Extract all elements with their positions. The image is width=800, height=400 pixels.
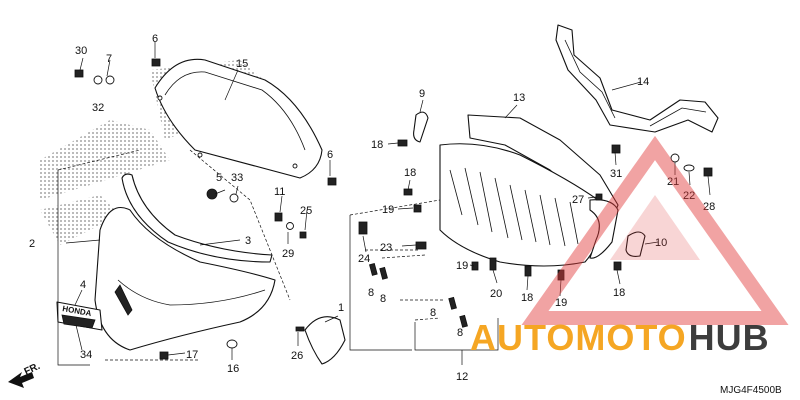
label-31: 31 [610, 168, 622, 180]
label-25: 25 [300, 205, 312, 217]
label-16: 16 [227, 363, 239, 375]
label-18b: 18 [404, 167, 416, 179]
label-5: 5 [216, 172, 222, 184]
label-12: 12 [456, 371, 468, 383]
bracket-part [304, 316, 346, 365]
honda-emblem: HONDA [56, 301, 103, 331]
label-30: 30 [75, 45, 87, 57]
watermark-inner-triangle [610, 195, 700, 260]
label-21: 21 [667, 176, 679, 188]
label-7: 7 [106, 53, 112, 65]
label-18a: 18 [371, 139, 383, 151]
watermark-text: AUTOMOTO HUB [470, 317, 770, 358]
front-direction-arrow: FR. [8, 361, 42, 388]
label-27: 27 [572, 194, 584, 206]
screen-hole [157, 95, 163, 101]
label-26: 26 [291, 350, 303, 362]
label-33: 33 [231, 172, 243, 184]
hardware-left [74, 58, 346, 365]
frame-bracket-rib [564, 39, 707, 127]
screen-hole [292, 163, 298, 169]
cowl-crease [117, 279, 266, 306]
label-17: 17 [186, 349, 198, 361]
group-bracket [57, 170, 90, 366]
dashed-outline [57, 149, 291, 361]
label-23: 23 [380, 242, 392, 254]
label-15: 15 [236, 58, 248, 70]
label-14: 14 [637, 76, 649, 88]
trim-strip [121, 173, 273, 263]
clip-10 [625, 231, 646, 257]
frame-bracket [555, 24, 719, 133]
screen-hole [197, 152, 203, 158]
meter-panel-slots [449, 167, 579, 247]
label-8d: 8 [457, 327, 463, 339]
label-2: 2 [29, 238, 35, 250]
label-19c: 19 [555, 297, 567, 309]
clip-9 [413, 111, 429, 143]
watermark-triangle [521, 135, 789, 325]
diagram-code: MJG4F4500B [720, 385, 782, 396]
label-13: 13 [513, 92, 525, 104]
label-18c: 18 [521, 292, 533, 304]
label-11: 11 [274, 186, 285, 198]
leader-lines-left [65, 42, 339, 360]
watermark-brand-1: AUTOMOTO [470, 317, 687, 358]
label-32: 32 [92, 102, 104, 114]
label-34: 34 [80, 349, 92, 361]
label-28: 28 [703, 201, 715, 213]
right-assembly [349, 24, 719, 365]
label-19b: 19 [456, 260, 468, 272]
label-8c: 8 [430, 307, 436, 319]
cowl-vent [114, 284, 133, 316]
watermark-logo [521, 135, 789, 325]
label-29: 29 [282, 248, 294, 260]
stripe-decal-mid [40, 120, 170, 200]
direction-label: FR. [23, 361, 42, 378]
label-20: 20 [490, 288, 502, 300]
label-19a: 19 [382, 204, 394, 216]
side-lever [589, 199, 619, 259]
label-18d: 18 [613, 287, 625, 299]
label-6a: 6 [152, 33, 158, 45]
left-assembly: HONDA FR. [8, 42, 346, 388]
label-8a: 8 [368, 287, 374, 299]
windscreen-edge [164, 71, 306, 151]
leader-lines-right [362, 81, 711, 297]
label-3: 3 [245, 235, 251, 247]
stripe-decal-lower [40, 195, 120, 245]
label-1: 1 [338, 302, 344, 314]
label-22: 22 [683, 190, 695, 202]
label-9: 9 [419, 88, 425, 100]
label-8b: 8 [380, 293, 386, 305]
watermark-brand-2: HUB [689, 317, 770, 358]
front-cowl [94, 206, 276, 351]
label-24: 24 [358, 253, 370, 265]
hardware-right [358, 139, 713, 328]
group-bracket-12 [349, 215, 499, 365]
part-labels: 30 7 32 6 15 6 5 33 11 25 3 29 2 4 34 17… [29, 33, 715, 383]
label-10: 10 [655, 237, 667, 249]
windscreen [154, 58, 323, 179]
dashed-outline-right [349, 199, 445, 321]
label-6b: 6 [327, 149, 333, 161]
label-4: 4 [80, 279, 86, 291]
